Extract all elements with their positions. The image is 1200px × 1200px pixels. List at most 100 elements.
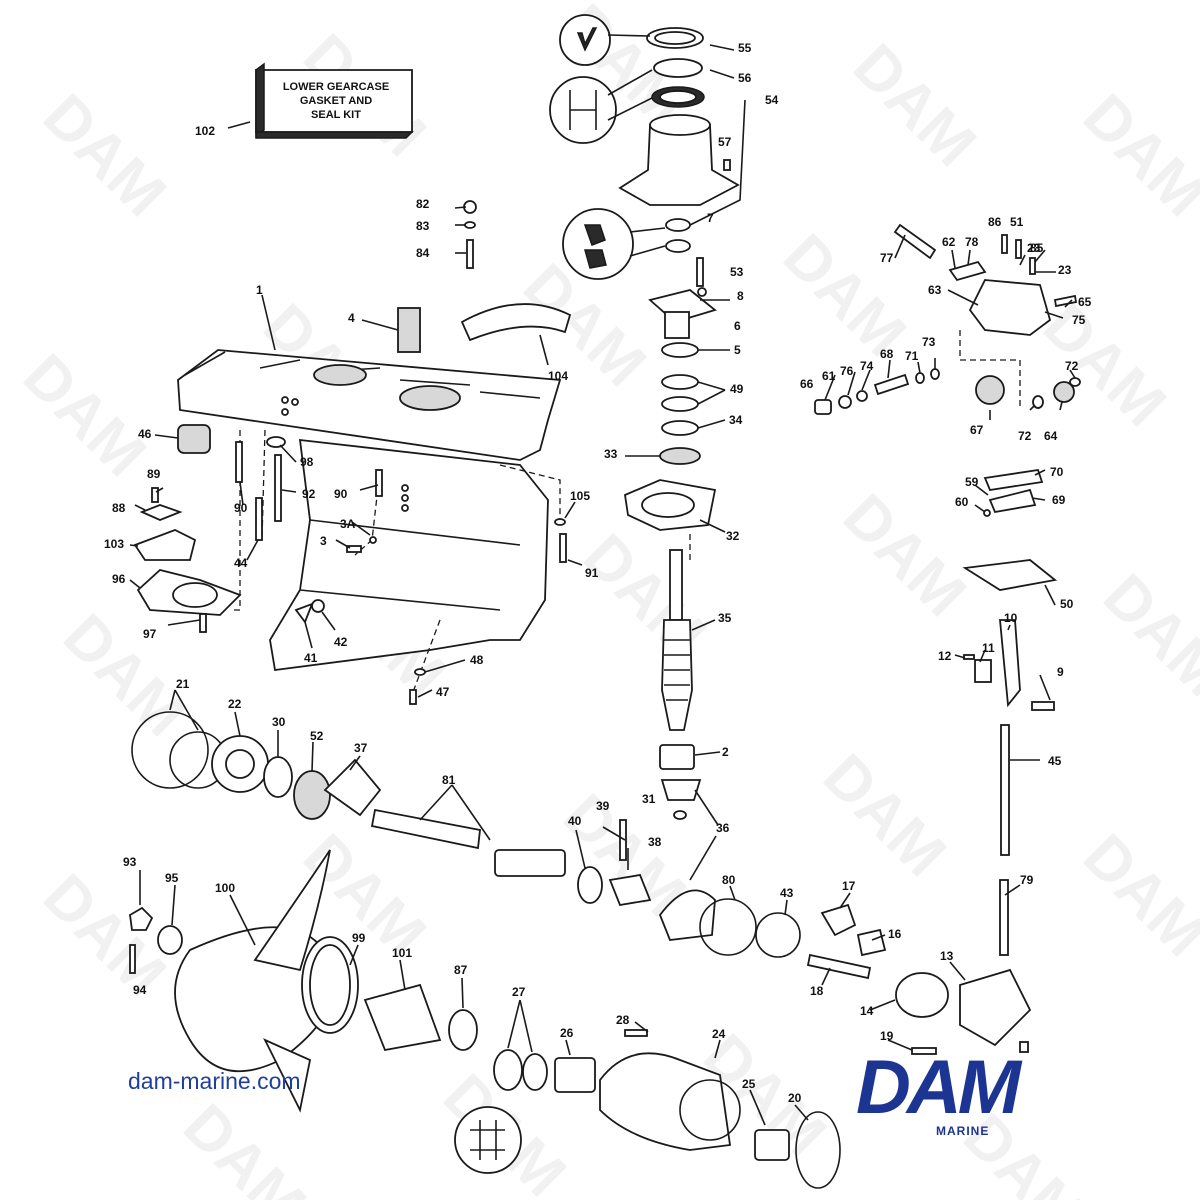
callout-label: 66 bbox=[800, 377, 814, 391]
callout-label: 13 bbox=[940, 949, 954, 963]
callout-label: 91 bbox=[585, 566, 599, 580]
callout-label: 5 bbox=[734, 343, 741, 357]
callout-label: 34 bbox=[729, 413, 743, 427]
kit-label-line-2: GASKET AND bbox=[300, 95, 372, 107]
callout-label: 84 bbox=[416, 246, 430, 260]
callout-label: 95 bbox=[165, 871, 179, 885]
watermark-text: DAM bbox=[1090, 561, 1200, 710]
callout-label: 50 bbox=[1060, 597, 1074, 611]
callout-label: 94 bbox=[133, 983, 147, 997]
callout-label: 40 bbox=[568, 814, 582, 828]
callout-label: 85 bbox=[1030, 241, 1044, 255]
website-link[interactable]: dam-marine.com bbox=[128, 1068, 301, 1094]
watermark-text: DAM bbox=[1030, 291, 1179, 440]
callout-label: 6 bbox=[734, 319, 741, 333]
callout-label: 71 bbox=[905, 349, 919, 363]
callout-label: 24 bbox=[712, 1027, 726, 1041]
watermark-text: DAM bbox=[570, 521, 719, 670]
callout-label: 27 bbox=[512, 985, 526, 999]
callout-label: 39 bbox=[596, 799, 610, 813]
callout-label: 80 bbox=[722, 873, 736, 887]
callout-label: 28 bbox=[616, 1013, 630, 1027]
shift-mechanism-parts bbox=[806, 879, 1032, 1055]
callout-label: 23 bbox=[1058, 263, 1072, 277]
callout-label: 61 bbox=[822, 369, 836, 383]
callout-label: 67 bbox=[970, 423, 984, 437]
watermark-text: DAM bbox=[10, 341, 159, 490]
callout-label: 37 bbox=[354, 741, 368, 755]
callout-label: 87 bbox=[454, 963, 468, 977]
bearing-carrier-parts bbox=[493, 1029, 841, 1189]
watermark-text: DAM bbox=[30, 81, 179, 230]
callout-label: 79 bbox=[1020, 873, 1034, 887]
callout-label: 48 bbox=[470, 653, 484, 667]
callout-label: 46 bbox=[138, 427, 152, 441]
gasket-seal-kit-box: LOWER GEARCASE GASKET AND SEAL KIT bbox=[255, 62, 414, 139]
callout-label: 18 bbox=[810, 984, 824, 998]
callout-label: 99 bbox=[352, 931, 366, 945]
callout-label: 21 bbox=[176, 677, 190, 691]
logo-mark: DAM bbox=[856, 1045, 1021, 1130]
callout-label: 93 bbox=[123, 855, 137, 869]
callout-label: 81 bbox=[442, 773, 456, 787]
callout-label: 77 bbox=[880, 251, 894, 265]
watermark-text: DAM bbox=[30, 861, 179, 1010]
watermark-text: DAM bbox=[1070, 81, 1200, 230]
logo-subtitle: MARINE bbox=[936, 1124, 990, 1138]
callout-label: 64 bbox=[1044, 429, 1058, 443]
watermark-text: DAM bbox=[770, 221, 919, 370]
kit-label-line-3: SEAL KIT bbox=[311, 109, 361, 121]
callout-label: 30 bbox=[272, 715, 286, 729]
propeller-shaft-parts bbox=[131, 711, 801, 958]
callout-label: 9 bbox=[1057, 665, 1064, 679]
dam-marine-logo: DAM MARINE bbox=[856, 1045, 1076, 1139]
callout-label: 86 bbox=[988, 215, 1002, 229]
upper-right-parts bbox=[814, 223, 1081, 856]
callout-label: 7 bbox=[707, 211, 714, 225]
callout-label: 35 bbox=[718, 611, 732, 625]
callout-label: 19 bbox=[880, 1029, 894, 1043]
callout-102: 102 bbox=[195, 124, 215, 138]
callout-label: 104 bbox=[548, 369, 568, 383]
callout-label: 105 bbox=[570, 489, 590, 503]
callout-label: 72 bbox=[1065, 359, 1079, 373]
callout-label: 1 bbox=[256, 283, 263, 297]
driveshaft-assembly bbox=[659, 549, 702, 820]
callout-label: 12 bbox=[938, 649, 952, 663]
callout-label: 56 bbox=[738, 71, 752, 85]
callout-label: 92 bbox=[302, 487, 316, 501]
callout-label: 101 bbox=[392, 946, 412, 960]
callout-label: 74 bbox=[860, 359, 874, 373]
callout-label: 90 bbox=[234, 501, 248, 515]
gearcase-cover bbox=[460, 303, 572, 342]
callout-label: 75 bbox=[1072, 313, 1086, 327]
callout-label: 97 bbox=[143, 627, 157, 641]
callout-label: 98 bbox=[300, 455, 314, 469]
callout-label: 47 bbox=[436, 685, 450, 699]
callout-label: 10 bbox=[1004, 611, 1018, 625]
callout-label: 100 bbox=[215, 881, 235, 895]
driveshaft-bearing-stack bbox=[618, 27, 740, 531]
left-side-parts bbox=[133, 424, 567, 705]
callout-label: 68 bbox=[880, 347, 894, 361]
callout-label: 89 bbox=[147, 467, 161, 481]
callout-label: 42 bbox=[334, 635, 348, 649]
callout-label: 4 bbox=[348, 311, 355, 325]
callout-label: 51 bbox=[1010, 215, 1024, 229]
callout-label: 70 bbox=[1050, 465, 1064, 479]
callout-label: 90 bbox=[334, 487, 348, 501]
callout-label: 31 bbox=[642, 792, 656, 806]
callout-label: 11 bbox=[982, 641, 995, 655]
callout-label: 3A bbox=[340, 517, 356, 531]
callout-label: 88 bbox=[112, 501, 126, 515]
callout-label: 63 bbox=[928, 283, 942, 297]
callout-label: 26 bbox=[560, 1026, 574, 1040]
callout-label: 59 bbox=[965, 475, 979, 489]
callout-label: 22 bbox=[228, 697, 242, 711]
callout-label: 8 bbox=[737, 289, 744, 303]
callout-label: 52 bbox=[310, 729, 324, 743]
callout-labels: 102 1 2 3 3A 4 5 6 7 8 9 10 11 12 13 14 … bbox=[104, 41, 1092, 1105]
callout-label: 32 bbox=[726, 529, 740, 543]
callout-label: 73 bbox=[922, 335, 936, 349]
